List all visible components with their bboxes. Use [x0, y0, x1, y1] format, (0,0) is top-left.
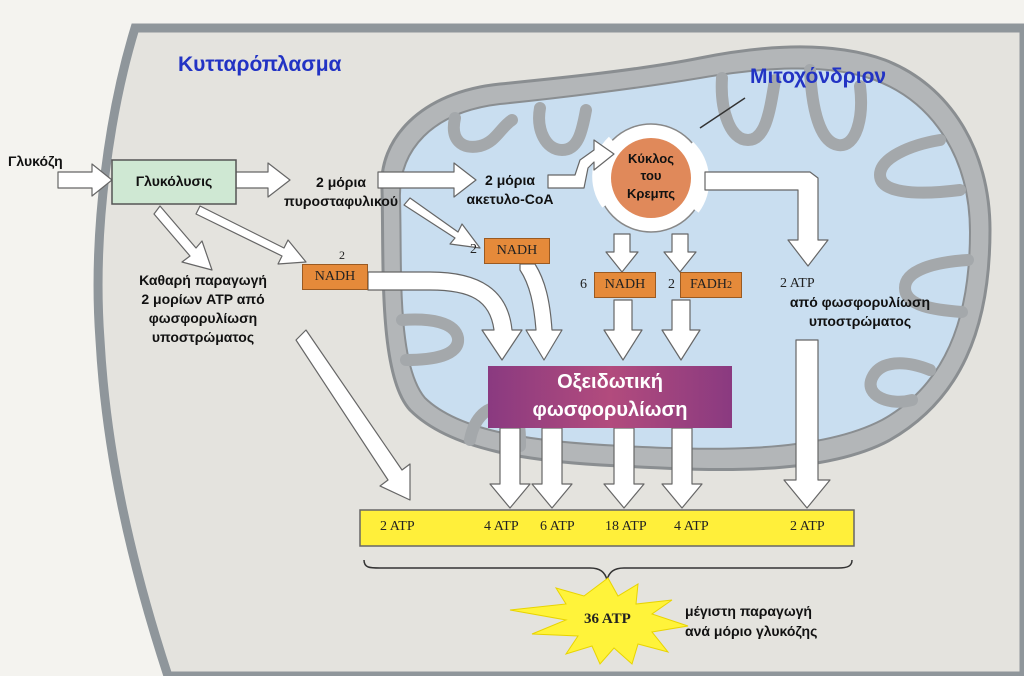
substrate-label-1: από φωσφορυλίωση: [789, 294, 931, 310]
krebs-cycle-arrow: [592, 136, 616, 208]
glycolysis-box: [111, 159, 237, 205]
arrow-pyruvate: [235, 162, 291, 198]
atp-bar-value: 4 ATP: [674, 519, 709, 534]
arrow-ox-bar-3: [603, 427, 645, 509]
crista: [898, 254, 974, 318]
arrow-to-krebs: [547, 139, 615, 189]
arrow-glucose: [57, 163, 113, 197]
arrow-substrate-atp-bar: [783, 339, 831, 509]
crista: [873, 134, 966, 199]
max-label-2: ανά μόριο γλυκόζης: [685, 623, 818, 639]
atp-bar-value: 2 ATP: [380, 519, 415, 534]
oxphos-box: [488, 366, 732, 428]
arrow-nadh-glyc: [195, 205, 307, 265]
net-label-1: Καθαρή παραγωγή: [139, 272, 267, 288]
mitochondrion-title: Μιτοχόνδριον: [750, 65, 887, 88]
oxphos-label-1: Οξειδωτική: [557, 371, 663, 393]
pointer-line: [699, 97, 746, 129]
nadh-glyc-label: NADH: [314, 269, 356, 284]
total-sunburst: [509, 577, 689, 665]
atp-bar: [359, 509, 855, 547]
glycolysis-label: Γλυκόλυσις: [135, 173, 213, 189]
net-label-3: φωσφορυλίωση: [148, 310, 258, 326]
arrow-nadh-krebs-ox: [603, 299, 643, 361]
nadh-pyr-count: 2: [470, 242, 477, 257]
fadh-subscript: 2: [727, 279, 733, 291]
total-atp: 36 ATP: [584, 611, 631, 627]
krebs-cycle-core: [611, 138, 691, 218]
arrow-nadh-pyr: [403, 197, 481, 249]
atp-bar-value: 4 ATP: [484, 519, 519, 534]
arrow-ox-bar-4: [661, 427, 703, 509]
arrow-krebs-atp: [704, 171, 829, 267]
pyruvate-label-2: πυροσταφυλικού: [283, 193, 398, 209]
krebs-label-2: του: [640, 168, 662, 183]
krebs-label-3: Κρεμπς: [627, 186, 675, 201]
arrow-acetylcoa: [377, 162, 477, 198]
cytoplasm-title: Κυτταρόπλασμα: [178, 53, 342, 76]
arrow-nadh-glyc-ox: [367, 271, 523, 361]
nadh-glyc-box: NADH: [302, 264, 368, 290]
net-label-4: υποστρώματος: [151, 329, 255, 345]
nadh-krebs-box: NADH: [594, 272, 656, 298]
nadh-glyc-count: 2: [339, 248, 345, 262]
substrate-label-2: υποστρώματος: [808, 313, 912, 329]
pyruvate-label-1: 2 μόρια: [316, 174, 366, 190]
crista: [533, 102, 592, 157]
krebs-label-1: Κύκλος: [628, 151, 674, 166]
nadh-krebs-label: NADH: [604, 277, 646, 292]
krebs-atp-label: 2 ATP: [780, 276, 815, 291]
fadh-count: 2: [668, 277, 675, 292]
acetylcoa-label-2: ακετυλο-CoA: [466, 191, 554, 207]
arrow-net-atp: [153, 205, 213, 271]
oxphos-label-2: φωσφορυλίωση: [532, 399, 688, 421]
arrow-krebs-nadh: [605, 233, 639, 273]
crista: [804, 64, 867, 152]
atp-bar-value: 2 ATP: [790, 519, 825, 534]
nadh-pyr-box: NADH: [484, 238, 550, 264]
max-label-1: μέγιστη παραγωγή: [685, 603, 812, 619]
arrow-ox-bar-2: [531, 427, 573, 509]
arrow-nadh-pyr-ox: [519, 263, 563, 361]
crista: [396, 313, 464, 366]
acetylcoa-label-1: 2 μόρια: [485, 172, 535, 188]
crista: [447, 112, 518, 153]
atp-bar-value: 18 ATP: [605, 519, 647, 534]
crista: [715, 72, 781, 147]
arrow-fadh-ox: [661, 299, 701, 361]
glucose-label: Γλυκόζη: [8, 153, 63, 169]
nadh-pyr-label: NADH: [496, 243, 538, 258]
crista: [864, 357, 936, 408]
arrow-net-bar: [295, 329, 411, 501]
arrow-krebs-fadh: [663, 233, 697, 273]
atp-bar-value: 6 ATP: [540, 519, 575, 534]
net-label-2: 2 μορίων ATP από: [141, 291, 265, 307]
nadh-krebs-count: 6: [580, 277, 587, 292]
arrow-ox-bar-1: [489, 427, 531, 509]
fadh-label: FADH: [689, 277, 728, 292]
